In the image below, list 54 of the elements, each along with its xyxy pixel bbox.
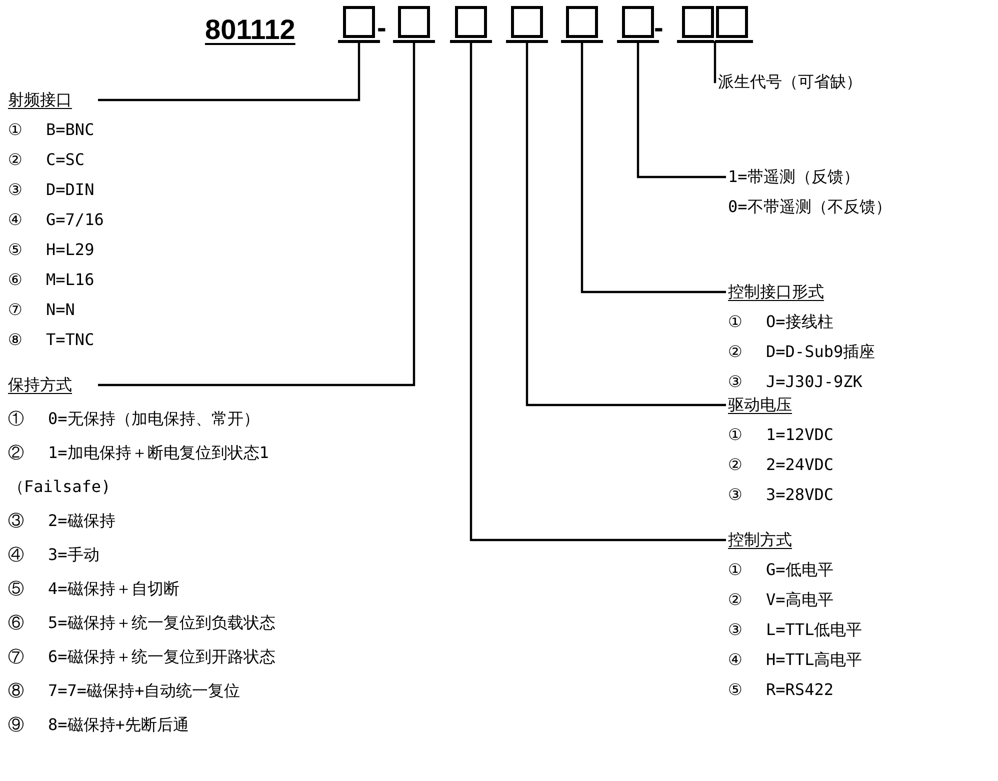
option-item: ⑥ 5=磁保持＋统一复位到负载状态: [8, 612, 276, 634]
option-item: ② 2=24VDC: [728, 454, 834, 476]
leader-line: [636, 41, 726, 178]
leader-line: [714, 41, 716, 84]
code-box: [682, 6, 714, 38]
leader-line: [580, 41, 726, 294]
leader-line: [470, 41, 726, 542]
option-item: ③ 3=28VDC: [728, 484, 834, 506]
option-item: ⑥ M=L16: [8, 269, 96, 291]
code-box: [343, 6, 375, 38]
option-item: 0=不带遥测（不反馈）: [728, 196, 892, 218]
option-item: ① O=接线柱: [728, 311, 834, 333]
option-item: ⑨ 8=磁保持+先断后通: [8, 714, 190, 736]
option-item: ⑤ H=L29: [8, 239, 96, 261]
code-box: [622, 6, 654, 38]
separator-dash: -: [377, 12, 386, 44]
option-item: ⑧ T=TNC: [8, 329, 96, 351]
option-item: 派生代号（可省缺）: [718, 71, 862, 93]
leader-line: [98, 41, 360, 102]
option-item: ① 1=12VDC: [728, 424, 834, 446]
option-item: ③ D=DIN: [8, 179, 96, 201]
option-item: ⑦ N=N: [8, 299, 76, 321]
option-item: ② D=D-Sub9插座: [728, 341, 876, 363]
option-item: ③ 2=磁保持: [8, 510, 116, 532]
code-box: [398, 6, 430, 38]
option-item: ④ H=TTL高电平: [728, 649, 862, 671]
option-item: ① G=低电平: [728, 559, 834, 581]
code-box: [511, 6, 543, 38]
option-item: ③ L=TTL低电平: [728, 619, 862, 641]
option-item: ⑤ R=RS422: [728, 679, 834, 701]
option-item: ⑤ 4=磁保持＋自切断: [8, 578, 180, 600]
option-item: ④ 3=手动: [8, 544, 100, 566]
option-item: ⑦ 6=磁保持＋统一复位到开路状态: [8, 646, 276, 668]
option-item: ③ J=J30J-9ZK: [728, 371, 864, 393]
code-box: [566, 6, 598, 38]
code-box: [455, 6, 487, 38]
model-number: 801112: [205, 14, 296, 46]
section-heading: 驱动电压: [728, 394, 792, 416]
leader-line: [526, 41, 726, 406]
section-heading: 射频接口: [8, 89, 72, 111]
option-item: ④ G=7/16: [8, 209, 104, 231]
leader-line: [98, 41, 416, 386]
code-box: [716, 6, 748, 38]
separator-dash: -: [654, 12, 664, 44]
option-item: ② 1=加电保持＋断电复位到状态1（Failsafe): [8, 442, 270, 498]
option-item: ② C=SC: [8, 149, 86, 171]
option-item: 1=带遥测（反馈）: [728, 166, 860, 188]
option-item: ② V=高电平: [728, 589, 834, 611]
option-item: ⑧ 7=7=磁保持+自动统一复位: [8, 680, 242, 702]
section-heading: 控制接口形式: [728, 281, 824, 303]
option-item: ① 0=无保持（加电保持、常开）: [8, 408, 260, 430]
section-heading: 控制方式: [728, 529, 792, 551]
option-item: ① B=BNC: [8, 119, 96, 141]
section-heading: 保持方式: [8, 374, 72, 396]
